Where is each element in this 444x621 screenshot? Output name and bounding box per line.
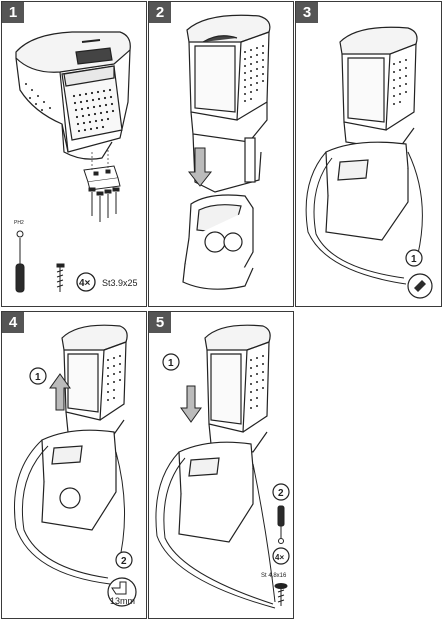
screwdriver bbox=[15, 230, 25, 293]
screw-count: 4× bbox=[275, 553, 284, 562]
flexible-strap bbox=[305, 151, 423, 285]
step-3-panel: 3 bbox=[295, 1, 442, 307]
perforation-dots bbox=[250, 355, 264, 409]
armrest-upright bbox=[204, 324, 271, 453]
step-1-illustration: PH2 4× St3.9x25 bbox=[14, 31, 138, 293]
console-base bbox=[325, 141, 409, 241]
step-5-badge: 5 bbox=[149, 312, 171, 333]
screw-icon bbox=[274, 583, 288, 606]
quantity-circle bbox=[272, 547, 290, 565]
mounting-bracket bbox=[83, 165, 121, 191]
flexible-strap bbox=[155, 451, 276, 609]
screw-spec: St3.9x25 bbox=[102, 278, 138, 288]
step-2-panel: 2 bbox=[148, 1, 294, 307]
step-4-illustration: 1 2 13mm bbox=[13, 324, 137, 607]
perforation-dots bbox=[25, 83, 115, 133]
down-arrow bbox=[180, 385, 202, 423]
callout-2-circle bbox=[115, 551, 133, 569]
callout-2: 2 bbox=[278, 488, 284, 499]
step-2-illustration bbox=[182, 14, 271, 290]
step-5-illustration: 1 2 4× St 4,8x16 bbox=[155, 324, 290, 609]
step-4-badge: 4 bbox=[2, 312, 24, 333]
armrest-upright bbox=[339, 26, 418, 151]
up-arrow bbox=[49, 373, 71, 411]
step-2-badge: 2 bbox=[149, 2, 171, 23]
wrench-size-label: 13mm bbox=[110, 596, 135, 606]
screw-count: 4× bbox=[79, 278, 91, 289]
callout-2: 2 bbox=[121, 556, 127, 567]
perforation-dots bbox=[244, 45, 264, 102]
step-3-badge: 3 bbox=[296, 2, 318, 23]
perforation-dots bbox=[393, 59, 407, 105]
perforation-dots bbox=[107, 355, 121, 401]
console-base bbox=[182, 194, 254, 290]
callout-1-circle bbox=[405, 249, 423, 267]
down-arrow bbox=[187, 147, 213, 187]
screw-icon bbox=[56, 263, 65, 292]
screw-spec: St 4,8x16 bbox=[261, 573, 287, 579]
step-1-badge: 1 bbox=[2, 2, 24, 23]
step-3-illustration: 1 bbox=[305, 26, 433, 299]
armrest-upright bbox=[186, 14, 271, 193]
step-1-panel: 1 bbox=[1, 1, 147, 307]
callout-1-circle bbox=[162, 353, 180, 371]
wrench-detail-circle bbox=[107, 577, 137, 607]
callout-1-circle bbox=[29, 367, 47, 385]
armrest-drawing bbox=[15, 31, 131, 160]
callout-1: 1 bbox=[35, 372, 41, 383]
tool-label: PH2 bbox=[14, 220, 24, 226]
callout-1: 1 bbox=[411, 254, 417, 265]
callout-2-circle bbox=[272, 483, 290, 501]
wrench-icon bbox=[111, 581, 127, 595]
quantity-circle bbox=[76, 272, 96, 292]
screwdriver-small bbox=[277, 505, 285, 544]
console-base bbox=[41, 429, 117, 531]
step-4-panel: 4 1 bbox=[1, 311, 147, 619]
screws bbox=[88, 187, 120, 222]
console-base bbox=[178, 441, 254, 543]
armrest-upright bbox=[61, 324, 128, 441]
callout-1: 1 bbox=[168, 358, 174, 369]
step-5-panel: 5 1 bbox=[148, 311, 294, 619]
clip-icon bbox=[414, 280, 426, 292]
dashed-guides bbox=[91, 150, 109, 170]
